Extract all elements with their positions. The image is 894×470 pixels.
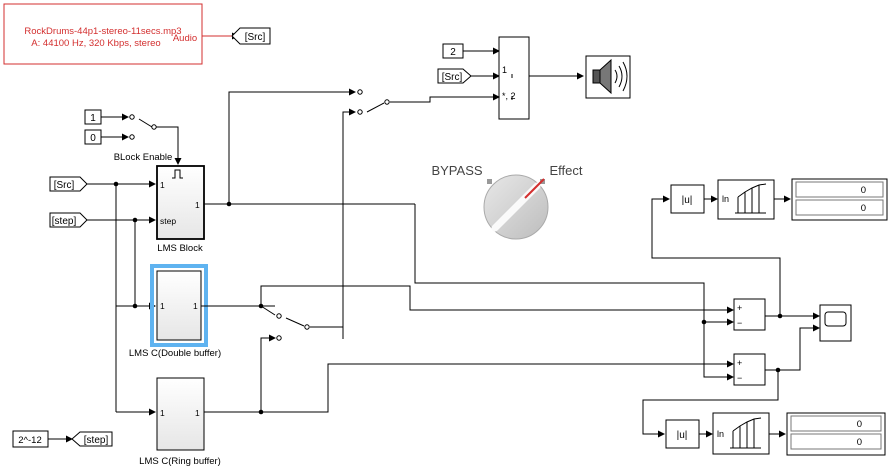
const-one-block[interactable]: 1 — [84, 109, 102, 125]
const-two-block[interactable]: 2 — [442, 43, 464, 59]
speaker-icon[interactable] — [585, 55, 631, 99]
ref-to-sum2-line — [703, 322, 734, 381]
from-src-top-tag[interactable]: [Src] — [437, 68, 472, 84]
ring-to-sum2-line — [261, 360, 734, 413]
goto-src-label: [Src] — [245, 32, 266, 43]
from-src-left-tag[interactable]: [Src] — [49, 176, 88, 192]
sum-block-bottom[interactable]: + − — [733, 353, 766, 386]
step-double-dot — [132, 303, 138, 309]
enable-port-icon — [172, 169, 183, 179]
from-src-top-label: [Src] — [442, 72, 463, 83]
sum-top-plus: + — [737, 303, 742, 313]
log-stairs-top-block[interactable]: ln — [717, 179, 775, 220]
sum2-to-scope-line — [765, 324, 820, 371]
lms-block-in1: 1 — [160, 180, 165, 190]
double-to-switch-line — [260, 305, 276, 316]
knob-pointer-icon — [524, 178, 545, 199]
lms-to-switch-line — [228, 88, 356, 204]
stairs-bottom-icon — [730, 417, 762, 449]
ln-top-label: ln — [722, 194, 729, 204]
abs-top-label: |u| — [682, 195, 693, 206]
lms-double-out1: 1 — [193, 301, 198, 311]
sum1-to-abs-line — [651, 195, 781, 316]
lms-double-buffer-block[interactable]: 1 1 — [150, 264, 208, 347]
lms-ring-out1: 1 — [195, 408, 200, 418]
abs-bottom-label: |u| — [677, 430, 688, 441]
const-step-block[interactable]: 2^-12 — [12, 430, 49, 448]
switch-to-mux-line — [390, 93, 500, 103]
log-stairs-bottom-block[interactable]: ln — [712, 412, 770, 455]
const-step-value: 2^-12 — [18, 435, 41, 446]
sum-bottom-plus: + — [737, 358, 742, 368]
block-enable-switch[interactable] — [129, 114, 157, 140]
lms-double-in1: 1 — [160, 301, 165, 311]
mux-port1-label: 1 — [502, 65, 507, 75]
display-bottom-value-1: 0 — [857, 419, 862, 430]
multiport-switch-block[interactable]: 1 *, 2 — [498, 36, 530, 120]
display-bottom-value-2: 0 — [857, 437, 862, 448]
bypass-label: BYPASS — [431, 163, 482, 178]
sum2-to-abs-line — [642, 370, 779, 438]
bypass-effect-knob[interactable] — [483, 174, 549, 240]
lms-block-in2: step — [160, 216, 176, 226]
ring-to-switch-line — [260, 334, 276, 412]
effect-label: Effect — [549, 163, 582, 178]
double-to-sum1-line — [260, 285, 734, 314]
lms-ring-in1: 1 — [160, 408, 165, 418]
lms-block-label: LMS Block — [157, 243, 203, 254]
goto-step-tag[interactable]: [step] — [71, 431, 113, 447]
sum-block-top[interactable]: + − — [733, 298, 766, 331]
lms-ref-line — [414, 204, 705, 322]
const-one-value: 1 — [90, 113, 96, 124]
lms-ring-buffer-block[interactable]: 1 1 — [156, 377, 205, 451]
goto-step-label: [step] — [84, 435, 109, 446]
display-top-value-2: 0 — [861, 203, 866, 214]
display-top-value-1: 0 — [861, 185, 866, 196]
bypass-indicator — [487, 179, 492, 184]
source-info-label: A: 44100 Hz, 320 Kbps, stereo — [31, 38, 160, 49]
mux-port2-label: *, 2 — [502, 91, 516, 101]
from-step-tag[interactable]: [step] — [49, 212, 88, 228]
const-two-value: 2 — [450, 47, 456, 58]
block-enable-label: BLock Enable — [114, 152, 173, 163]
bypass-manual-switch[interactable] — [357, 89, 390, 115]
stairs-top-icon — [735, 183, 767, 214]
const-zero-block[interactable]: 0 — [84, 129, 102, 145]
sum-top-minus: − — [737, 318, 742, 328]
lms-ring-label: LMS C(Ring buffer) — [139, 456, 221, 467]
lms-block-out1: 1 — [195, 200, 200, 210]
goto-src-tag[interactable]: [Src] — [231, 27, 271, 45]
abs-top-block[interactable]: |u| — [670, 184, 705, 214]
buffer-select-switch[interactable] — [276, 313, 310, 341]
scope-screen-icon — [824, 311, 847, 327]
const-zero-value: 0 — [90, 133, 96, 144]
sum-bottom-minus: − — [737, 373, 742, 383]
scope-block[interactable] — [819, 304, 852, 342]
from-src-left-label: [Src] — [54, 180, 75, 191]
ln-bottom-label: ln — [717, 429, 724, 439]
lms-block[interactable]: 1 step 1 — [156, 165, 205, 240]
sel-to-switch-line — [342, 108, 356, 339]
source-file-label: RockDrums-44p1-stereo-11secs.mp3 — [24, 26, 181, 37]
lms-double-label: LMS C(Double buffer) — [129, 348, 221, 359]
enable-signal-line — [156, 126, 182, 165]
display-bottom-block[interactable]: 0 0 — [786, 412, 886, 456]
display-top-block[interactable]: 0 0 — [791, 178, 888, 221]
audio-source-block[interactable]: RockDrums-44p1-stereo-11secs.mp3 A: 4410… — [3, 3, 203, 65]
from-step-label: [step] — [52, 216, 77, 227]
abs-bottom-block[interactable]: |u| — [665, 419, 700, 449]
audio-port-label: Audio — [173, 33, 197, 44]
